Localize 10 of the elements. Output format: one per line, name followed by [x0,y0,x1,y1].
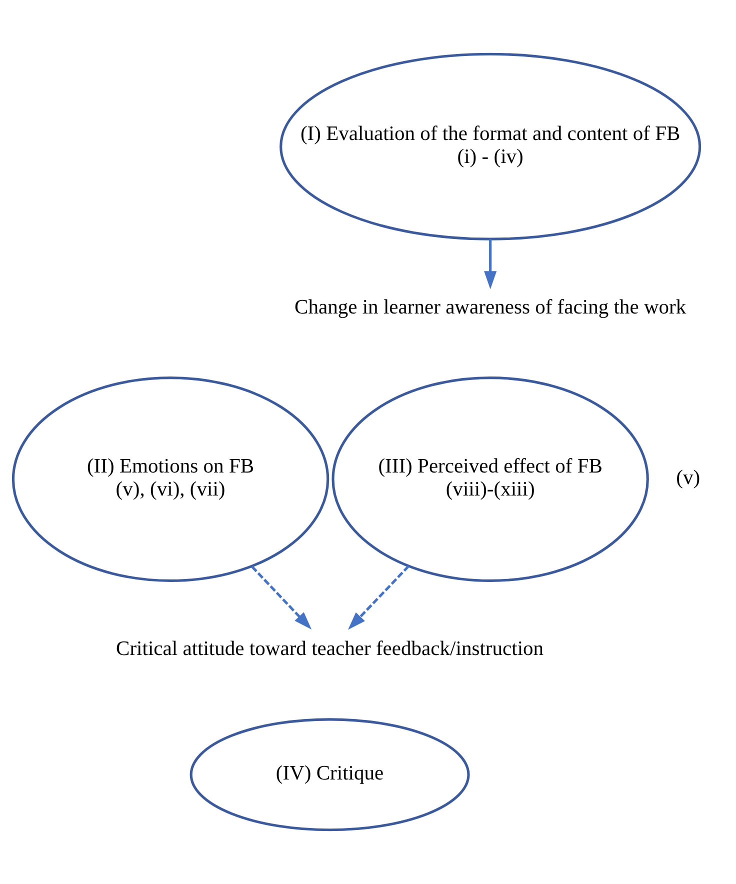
node-text: Change in learner awareness of facing the work [294,296,686,318]
arrow [348,565,410,630]
node-ellipse: (III) Perceived effect of FB (viii)-(xiii) [332,376,649,582]
label: (v) [676,467,700,490]
arrow [251,566,312,630]
node-text: Critical attitude toward teacher feedback/instruction [116,638,544,660]
node-ellipse: (II) Emotions on FB (v), (vi), (vii) [12,376,330,582]
node-ellipse: (IV) Critique [190,718,470,832]
arrow [484,239,497,290]
node-ellipse: (I) Evaluation of the format and content of FB (i) - (iv) [280,52,702,240]
